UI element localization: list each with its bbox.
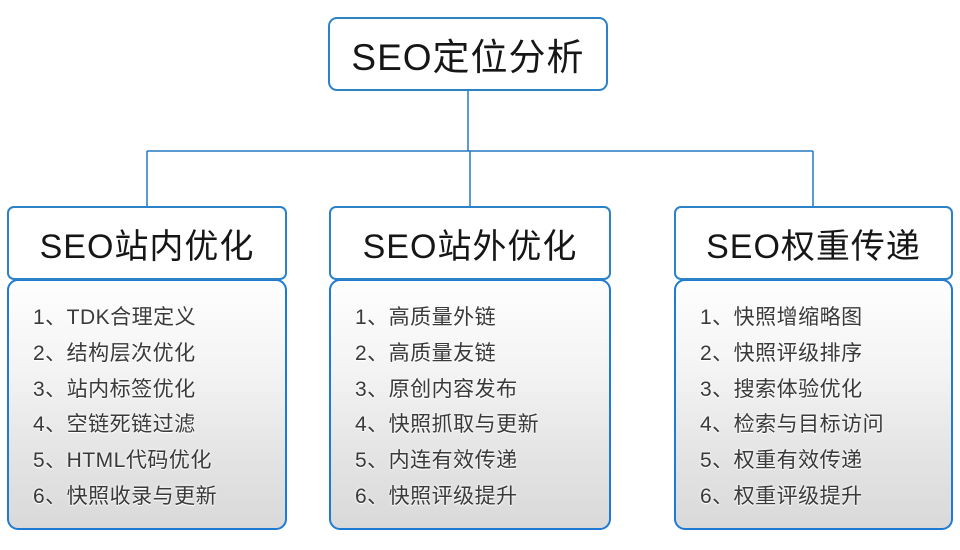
list-item: 4、检索与目标访问 <box>700 413 885 437</box>
list-item: 2、快照评级排序 <box>700 341 863 365</box>
list-item: 6、快照收录与更新 <box>33 484 218 508</box>
branch-title: SEO权重传递 <box>706 227 921 266</box>
list-item: 2、高质量友链 <box>355 341 497 365</box>
branch-title: SEO站内优化 <box>39 227 255 266</box>
root-node-seo-positioning: SEO定位分析 <box>328 17 608 91</box>
branch-title: SEO站外优化 <box>362 227 578 266</box>
list-item: 3、搜索体验优化 <box>700 377 863 401</box>
list-item: 1、TDK合理定义 <box>33 306 197 329</box>
branch-node-offsite-optimization: SEO站外优化 <box>329 206 611 280</box>
list-item: 1、高质量外链 <box>355 306 497 329</box>
list-item: 3、原创内容发布 <box>355 377 518 401</box>
list-item: 4、空链死链过滤 <box>33 413 196 437</box>
list-item: 5、HTML代码优化 <box>33 449 212 473</box>
branch-list-offsite-optimization: 1、高质量外链 2、高质量友链 3、原创内容发布 4、快照抓取与更新 5、内连有… <box>329 279 611 530</box>
list-item: 4、快照抓取与更新 <box>355 413 540 437</box>
list-item: 6、权重评级提升 <box>700 484 863 508</box>
list-item: 6、快照评级提升 <box>355 484 518 508</box>
list-item: 3、站内标签优化 <box>33 377 196 401</box>
branch-list-weight-transfer: 1、快照增缩略图 2、快照评级排序 3、搜索体验优化 4、检索与目标访问 5、权… <box>674 279 953 530</box>
list-item: 5、权重有效传递 <box>700 449 863 473</box>
list-item: 5、内连有效传递 <box>355 449 518 473</box>
list-item: 1、快照增缩略图 <box>700 306 863 329</box>
branch-node-onsite-optimization: SEO站内优化 <box>7 206 287 280</box>
root-node-title: SEO定位分析 <box>351 37 585 78</box>
list-item: 2、结构层次优化 <box>33 341 196 365</box>
branch-list-onsite-optimization: 1、TDK合理定义 2、结构层次优化 3、站内标签优化 4、空链死链过滤 5、H… <box>7 279 287 530</box>
branch-node-weight-transfer: SEO权重传递 <box>674 206 953 280</box>
